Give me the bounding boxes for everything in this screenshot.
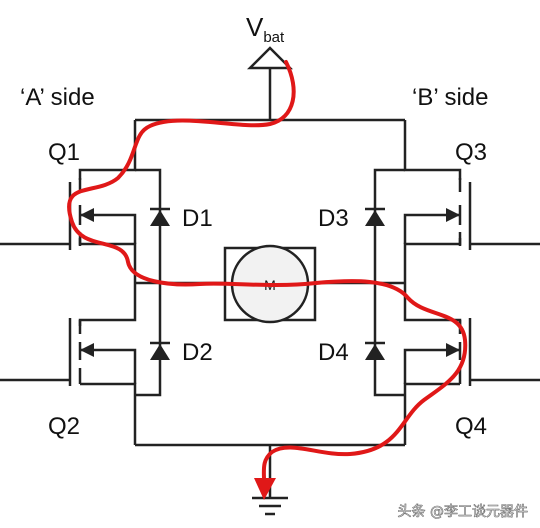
q3-arrow-icon: [446, 208, 460, 222]
q4-arrow-icon: [446, 343, 460, 357]
d3-triangle: [365, 210, 385, 226]
d4-triangle: [365, 344, 385, 360]
q4-body-wire: [403, 348, 460, 384]
d1-diode-icon: [150, 207, 170, 226]
watermark-text: 头条 @李工谈元器件: [398, 503, 528, 520]
d2-triangle: [150, 344, 170, 360]
right-leg-wiring: [315, 120, 540, 445]
vbat-label-sub: bat: [263, 29, 285, 46]
q2-transistor-icon: [68, 318, 82, 386]
a-side-label: ‘A’ side: [20, 84, 95, 111]
q1-label: Q1: [48, 139, 80, 166]
q2-arrow-icon: [80, 343, 94, 357]
q1-body-wire: [80, 213, 137, 244]
current-path-arrowhead-icon: [254, 478, 276, 500]
d1-label: D1: [182, 205, 213, 232]
d3-diode-icon: [365, 207, 385, 226]
current-path-line: [67, 60, 468, 482]
d2-diode-icon: [150, 341, 170, 360]
d2-label: D2: [182, 339, 213, 366]
vbat-label-main: V: [246, 12, 264, 42]
vbat-terminal-icon: [246, 46, 294, 70]
q1-drain-wire: [78, 120, 137, 180]
vbat-label: Vbat: [246, 12, 285, 46]
q3-body-wire: [403, 213, 460, 244]
q4-label: Q4: [455, 413, 487, 440]
d1-triangle: [150, 210, 170, 226]
d3-branch: [373, 168, 405, 283]
left-leg-wiring: [0, 120, 225, 445]
q2-drain-wire: [78, 283, 137, 326]
d2-branch: [135, 283, 162, 397]
q2-body-wire: [80, 348, 137, 384]
q3-label: Q3: [455, 139, 487, 166]
d4-label: D4: [318, 339, 349, 366]
q2-source-wire: [80, 382, 137, 445]
b-side-label: ‘B’ side: [412, 84, 488, 111]
q1-arrow-icon: [80, 208, 94, 222]
d3-label: D3: [318, 205, 349, 232]
d4-branch: [373, 283, 405, 397]
q2-label: Q2: [48, 413, 80, 440]
q3-source-wire: [403, 238, 462, 283]
d4-diode-icon: [365, 341, 385, 360]
q3-drain-wire: [403, 120, 462, 180]
d1-branch: [135, 168, 162, 283]
ground-icon: [252, 496, 288, 516]
q3-transistor-icon: [458, 178, 472, 250]
